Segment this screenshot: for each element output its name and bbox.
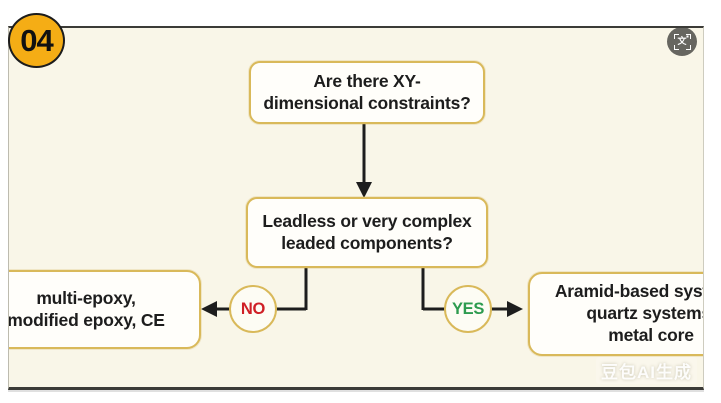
flow-node-no-result-text: multi-epoxy, modified epoxy, CE bbox=[8, 287, 165, 330]
yes-branch-label: YES bbox=[451, 299, 485, 318]
yes-branch-badge: YES bbox=[444, 285, 492, 333]
no-branch-label: NO bbox=[240, 299, 266, 318]
flow-node-leadless-text: Leadless or very complex leaded componen… bbox=[262, 210, 472, 253]
ai-watermark: 豆包AI生成 bbox=[596, 357, 697, 384]
slide-number-label: 04 bbox=[20, 22, 53, 58]
flow-node-xy-constraints-question: Are there XY- dimensional constraints? bbox=[249, 61, 485, 124]
flow-node-no-result: multi-epoxy, modified epoxy, CE bbox=[8, 270, 201, 349]
no-branch-badge: NO bbox=[229, 285, 277, 333]
arrowhead-left-icon bbox=[201, 301, 217, 317]
flow-node-yes-result: Aramid-based systems, quartz systems, me… bbox=[528, 272, 703, 356]
bracket-corner-icon bbox=[685, 44, 691, 50]
slide-number-badge: 04 bbox=[8, 13, 65, 68]
arrowhead-down-icon bbox=[356, 182, 372, 198]
flow-node-xy-constraints-text: Are there XY- dimensional constraints? bbox=[263, 70, 471, 113]
text-extract-button[interactable]: 文 bbox=[667, 27, 697, 56]
bracket-corner-icon bbox=[685, 33, 691, 39]
arrowhead-right-icon bbox=[507, 301, 523, 317]
text-extract-icon: 文 bbox=[673, 33, 691, 50]
flowchart-canvas: Are there XY- dimensional constraints? L… bbox=[8, 26, 704, 390]
bracket-corner-icon bbox=[673, 33, 679, 39]
bracket-corner-icon bbox=[673, 44, 679, 50]
flow-node-yes-result-text: Aramid-based systems, quartz systems, me… bbox=[554, 281, 703, 345]
flow-node-leadless-question: Leadless or very complex leaded componen… bbox=[246, 197, 488, 268]
